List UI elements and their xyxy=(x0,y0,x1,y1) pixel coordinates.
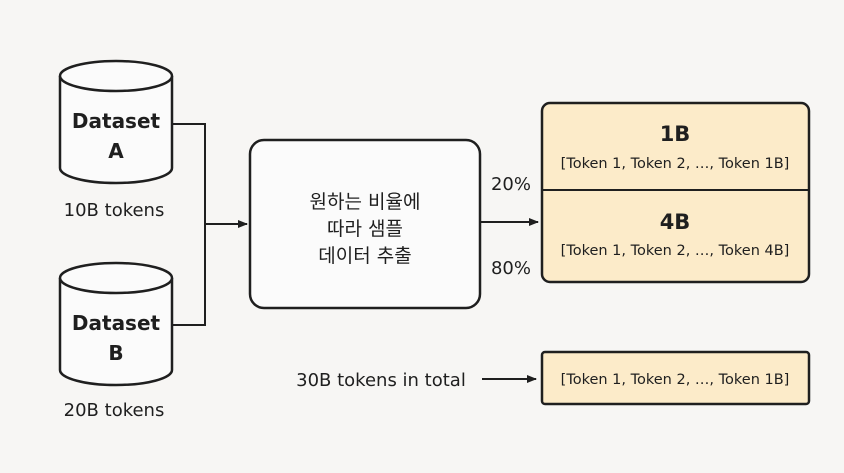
sampler-box xyxy=(248,138,482,310)
sampler-line-2: 따라 샘플 xyxy=(327,218,403,240)
dataset-b-name: Dataset xyxy=(72,311,161,335)
dataset-a-tokens: 10B tokens xyxy=(64,200,165,221)
ratio-bottom-label: 80% xyxy=(491,258,531,279)
dataset-b-letter: B xyxy=(108,341,123,365)
ratio-top-label: 20% xyxy=(491,174,531,195)
dataset-a-name: Dataset xyxy=(72,109,161,133)
sampler-line-3: 데이터 추출 xyxy=(318,245,411,267)
dataset-b-tokens: 20B tokens xyxy=(64,400,165,421)
split-top-size: 1B xyxy=(660,122,691,146)
split-top-tokens: [Token 1, Token 2, …, Token 1B] xyxy=(561,156,790,172)
total-label: 30B tokens in total xyxy=(296,370,466,391)
dataset-b-cylinder: Dataset B xyxy=(58,261,174,387)
split-output-box xyxy=(540,101,811,284)
merge-connector-line xyxy=(172,123,206,326)
split-bottom-size: 4B xyxy=(660,210,691,234)
dataset-a-cylinder: Dataset A xyxy=(58,59,174,185)
total-box xyxy=(540,350,811,406)
total-tokens: [Token 1, Token 2, …, Token 1B] xyxy=(561,372,790,388)
sampler-line-1: 원하는 비율에 xyxy=(310,191,421,213)
dataset-a-letter: A xyxy=(108,139,124,163)
split-bottom-tokens: [Token 1, Token 2, …, Token 4B] xyxy=(561,243,790,259)
